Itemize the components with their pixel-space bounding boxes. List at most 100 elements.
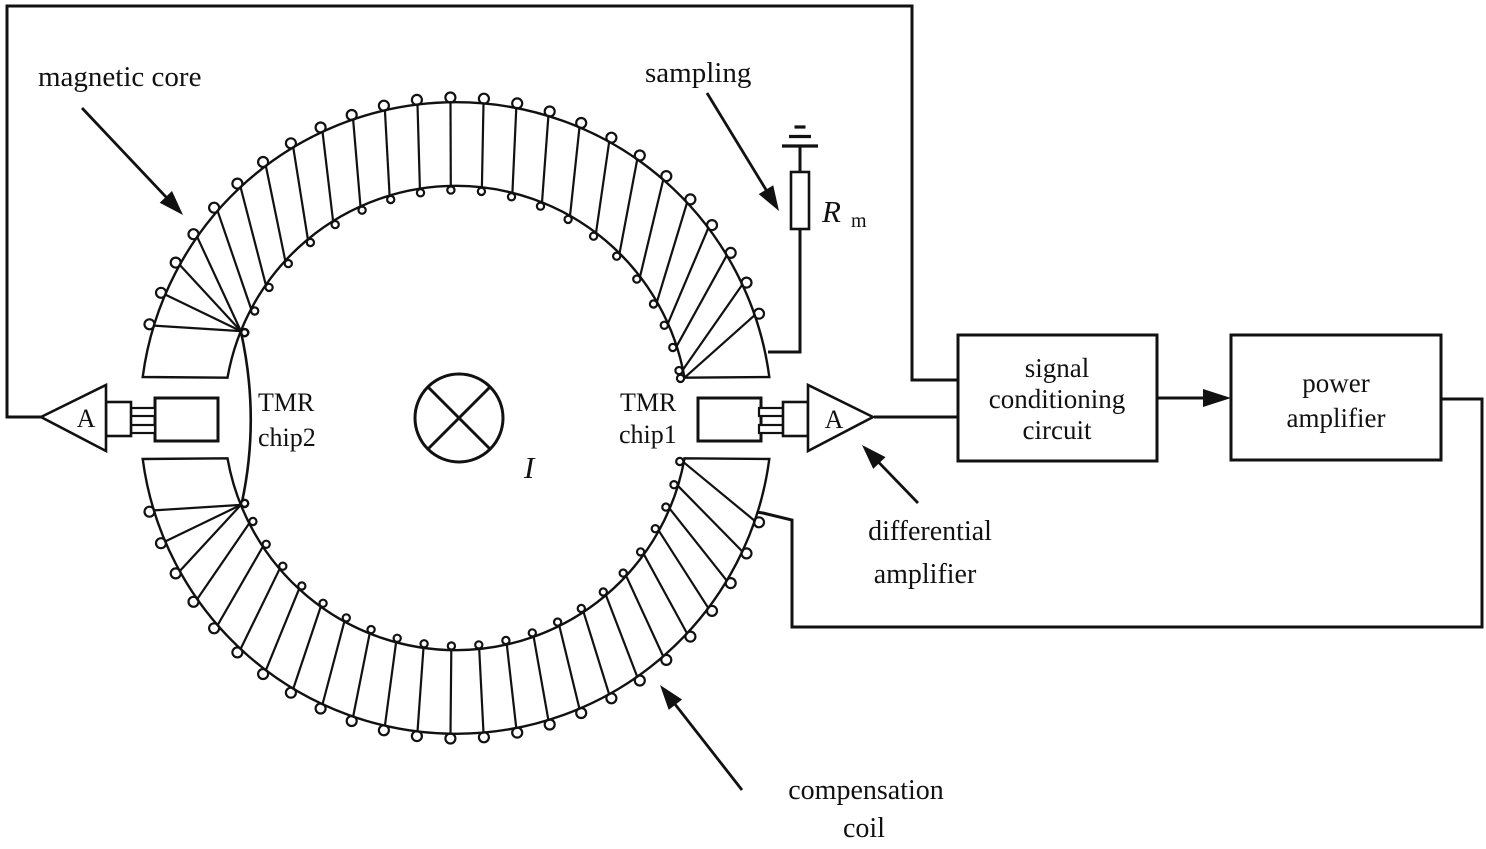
upper-coil-turn [216, 210, 253, 310]
annotation-arrows [80, 92, 920, 791]
lower-coil-outer-loop [660, 653, 673, 667]
lower-coil-outer-loop [257, 667, 270, 681]
amplifier2-triangle [38, 382, 108, 454]
lower-coil-outer-loop [377, 724, 390, 737]
upper-coil-outer-loop [410, 93, 423, 107]
lower-coil-outer-loop [143, 505, 156, 518]
upper-coil-inner-loop [249, 306, 260, 316]
lower-coil-outer-loop [284, 686, 297, 699]
lower-coil-inner-loop [239, 498, 250, 509]
magnetic-core [141, 101, 771, 735]
upper-coil-outer-loop [143, 318, 156, 331]
upper-coil-turn [666, 227, 710, 325]
lower-coil-turn [178, 504, 242, 572]
lower-coil-outer-loop [705, 604, 719, 618]
lower-coil-inner-loop [318, 598, 328, 609]
lower-coil-turn [449, 649, 453, 735]
lower-coil-outer-loop [231, 646, 244, 659]
lower-coil-outer-loop [684, 630, 697, 643]
upper-coil-inner-loop [264, 282, 274, 293]
lower-coil-inner-loop [527, 628, 538, 638]
chip1-lead-top [757, 406, 785, 418]
lower-coil-turn [657, 530, 710, 609]
signal-box-line3: circuit [1023, 415, 1092, 445]
lower-coil-inner-loop [661, 502, 671, 512]
lower-coil-outer-loop [633, 674, 646, 687]
lower-coil-turn [642, 553, 689, 635]
upper-coil-turn [594, 141, 611, 234]
upper-coil-turn [352, 119, 362, 207]
compensation-arrow-head [660, 685, 683, 710]
upper-coil-outer-loop [377, 99, 390, 112]
sampling-resistor-wire [768, 229, 802, 354]
upper-coil-outer-loop [208, 201, 221, 214]
lower-coil-inner-loop [261, 539, 271, 550]
lower-coil-turn [416, 647, 425, 732]
upper-coil-turn [568, 126, 581, 217]
upper-coil-turn [196, 236, 242, 332]
ground-icon [782, 125, 818, 148]
upper-coil-outer-loop [740, 276, 753, 289]
lower-coil-inner-loop [446, 641, 457, 651]
lower-coil-outer-loop [575, 706, 588, 720]
sampling-resistor [789, 170, 811, 231]
lower-coil-turn [683, 461, 756, 522]
feedback-wire-top [5, 4, 957, 419]
lower-coil-outer-loop [477, 731, 490, 744]
lower-coil-inner-loop [419, 639, 429, 649]
chip2-lead-top [129, 406, 157, 418]
upper-coil-turn [239, 186, 267, 286]
tmr-chip1-label-line2: chip1 [619, 420, 677, 449]
lower-coil-outer-loop [345, 714, 358, 728]
lower-coil-inner-loop [297, 581, 307, 591]
upper-coil-inner-loop [535, 201, 546, 211]
lower-coil-turn [668, 507, 728, 582]
upper-coil-inner-loop [506, 192, 517, 202]
lower-coil-turn [478, 648, 485, 733]
upper-coil-turn [292, 146, 309, 240]
lower-coil-outer-loop [543, 718, 556, 731]
upper-coil-turn [683, 314, 756, 379]
upper-coil-turn [655, 202, 689, 303]
chip2-connector-block [104, 400, 133, 438]
lower-coil-turn [239, 568, 281, 650]
upper-coil-turn [153, 324, 241, 333]
upper-coil-inner-loop [612, 251, 622, 261]
upper-coil-inner-loop [386, 194, 396, 205]
upper-coil-turn [675, 254, 728, 347]
coil-gap-crossing-wire [239, 331, 253, 503]
upper-coil-outer-loop [605, 131, 618, 144]
lower-coil-outer-loop [154, 537, 168, 550]
compensation-coil-label-line2: coil [843, 813, 885, 844]
upper-coil-outer-loop [705, 219, 719, 232]
tmr-chip2-label-line1: TMR [258, 388, 315, 417]
amplifier1-letter: A [825, 405, 844, 434]
lower-coil-inner-loop [669, 480, 679, 490]
lower-coil-inner-loop [635, 547, 646, 557]
upper-coil-turn [480, 103, 485, 188]
upper-coil-outer-loop [684, 193, 697, 206]
lower-coil-outer-loop [511, 726, 524, 739]
upper-coil-inner-loop [668, 342, 678, 353]
upper-coil-outer-loop [169, 256, 182, 269]
upper-coil-inner-loop [305, 237, 316, 248]
differential-amplifier-label-line1: differential [868, 516, 992, 547]
lower-coil-inner-loop [392, 633, 402, 644]
primary-current-symbol [413, 372, 505, 464]
power-amplifier-box [1229, 333, 1443, 462]
sampling-resistor-symbol: R [821, 194, 841, 229]
lower-coil-outer-loop [187, 595, 200, 608]
upper-coil-inner-loop [659, 320, 670, 330]
lower-coil-inner-loop [618, 568, 628, 578]
lower-coil-turn [153, 503, 241, 512]
lower-coil-turn [625, 575, 665, 657]
upper-coil-turn [164, 293, 242, 333]
tmr-chip2-assembly [38, 382, 220, 454]
upper-coil-turn [178, 264, 242, 332]
lower-coil-outer-loop [752, 516, 766, 529]
lower-coil-turn [164, 503, 242, 543]
upper-coil-turn [383, 110, 391, 196]
upper-coil-inner-loop [563, 214, 573, 225]
